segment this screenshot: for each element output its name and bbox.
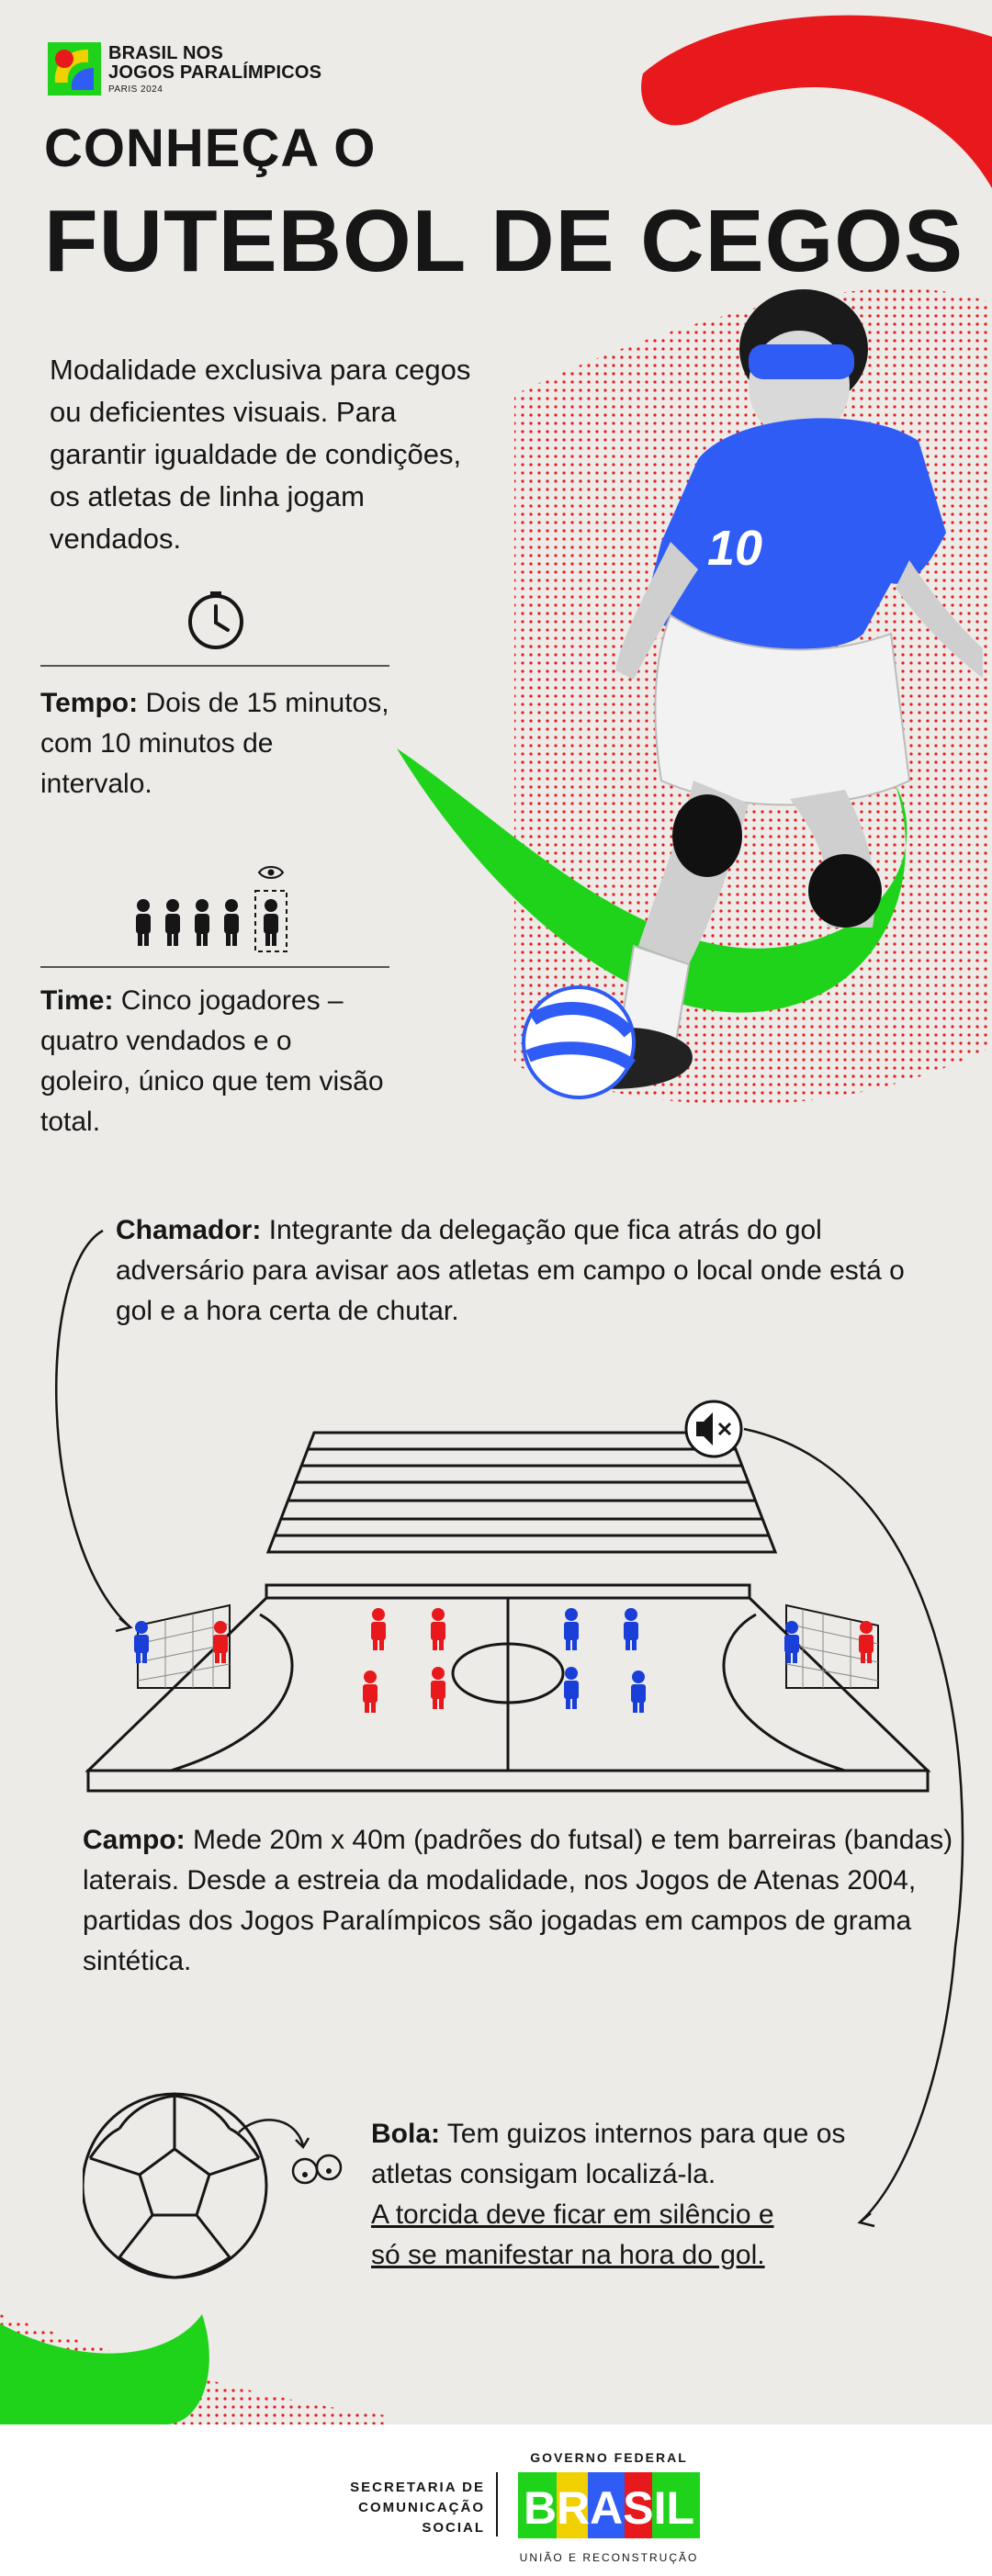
green-swoosh-bottom (0, 2314, 209, 2424)
intro-text: Modalidade exclusiva para cegos ou defic… (50, 354, 471, 555)
campo-text: Campo: Mede 20m x 40m (padrões do futsal… (83, 1825, 953, 1976)
jersey-number: 10 (707, 521, 762, 576)
player-blue (564, 1608, 579, 1650)
player-blue (631, 1670, 646, 1713)
divider (40, 665, 389, 667)
page-title-line2: FUTEBOL DE CEGOS (44, 192, 964, 290)
player-blue (784, 1621, 799, 1663)
logo-title: BRASIL NOS JOGOS PARALÍMPICOS (108, 43, 322, 83)
field-diagram (55, 1229, 964, 2228)
bell-icon (291, 2154, 343, 2185)
field-lines (85, 1583, 931, 1793)
goal-right (785, 1603, 879, 1689)
eye-icon (257, 866, 285, 879)
goalkeeper-icon (264, 899, 278, 946)
gov-word: BRASIL (524, 2482, 694, 2534)
secom-logo-text: SECRETARIA DE COMUNICAÇÃO SOCIAL (350, 2480, 485, 2536)
player-red (431, 1608, 445, 1650)
player-red (213, 1621, 228, 1663)
player-illustration: 10 (522, 289, 983, 1099)
player-blue (134, 1621, 149, 1663)
ball-icon (83, 2092, 343, 2279)
page-title-line1: CONHEÇA O (44, 118, 377, 178)
bola-text: Bola: Tem guizos internos para que os at… (371, 2119, 846, 2270)
player-red (371, 1608, 386, 1650)
governo-brasil-logo: BRASIL (518, 2472, 700, 2538)
footer-divider (496, 2472, 498, 2537)
paralympic-logo-icon (48, 42, 101, 96)
logo-subtitle: PARIS 2024 (108, 84, 163, 95)
bleachers (265, 1431, 778, 1554)
chamador-text: Chamador: Integrante da delegação que fi… (116, 1215, 905, 1326)
speaker-mute-icon (684, 1400, 743, 1458)
player-red (431, 1667, 445, 1709)
player-blue (624, 1608, 638, 1650)
player-icon (224, 899, 239, 946)
divider (40, 966, 389, 968)
gov-tagline: UNIÃO E RECONSTRUÇÃO (519, 2551, 699, 2564)
clock-icon (188, 591, 243, 649)
player-icon (136, 899, 151, 946)
player-red (363, 1670, 378, 1713)
gov-federal-label: GOVERNO FEDERAL (530, 2450, 688, 2465)
player-red (859, 1621, 874, 1663)
player-icon (165, 899, 180, 946)
team-icons (136, 866, 287, 952)
red-swoosh (641, 15, 992, 188)
player-icon (195, 899, 209, 946)
time-text: Time: Cinco jogadores – quatro vendados … (40, 985, 384, 1137)
player-blue (564, 1667, 579, 1709)
tempo-text: Tempo: Dois de 15 minutos, com 10 minuto… (40, 688, 389, 799)
